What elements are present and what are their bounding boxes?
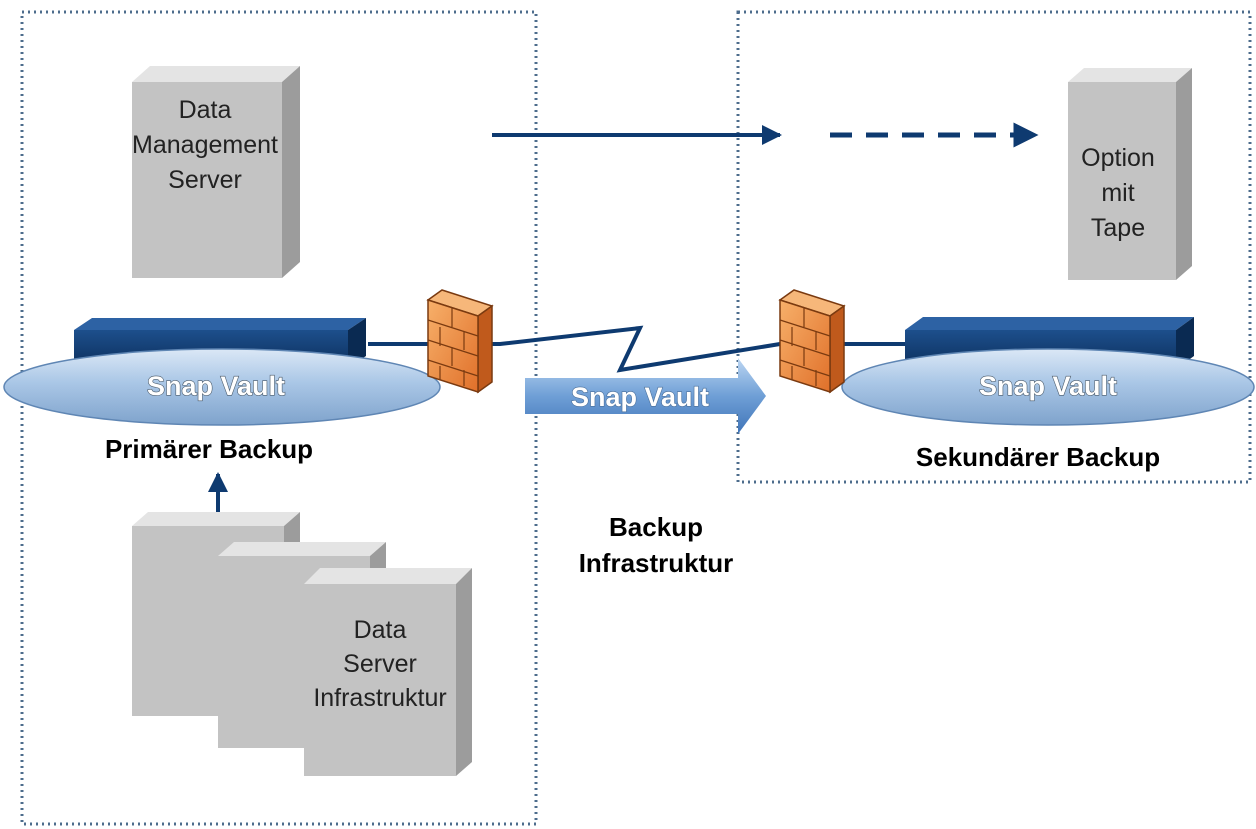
firewall-icon <box>778 289 846 394</box>
data-server-label-line3: Infrastruktur <box>313 684 446 712</box>
secondary-snap-vault-label: Snap Vault <box>979 371 1117 401</box>
tape-label-line2: mit <box>1101 179 1134 207</box>
data-server-label-line1: Data <box>354 616 407 644</box>
server-icon <box>1068 68 1192 82</box>
tape-label-line3: Tape <box>1091 214 1145 242</box>
backup-infrastructure-label-line2: Infrastruktur <box>579 548 734 578</box>
dms-label-line3: Server <box>168 166 242 194</box>
secondary-site-boundary <box>736 10 1252 484</box>
storage-appliance-icon <box>74 318 366 330</box>
tape-option-server <box>1068 68 1192 280</box>
server-icon <box>218 542 386 556</box>
data-server-label-line2: Server <box>343 650 417 678</box>
backup-infrastructure-label-line1: Backup <box>609 512 703 542</box>
primary-snap-vault-disk <box>3 348 441 426</box>
snap-vault-transfer-arrow <box>525 358 766 434</box>
server-icon <box>132 66 300 82</box>
server-icon <box>132 512 300 526</box>
primary-snap-vault-label: Snap Vault <box>147 371 285 401</box>
transfer-snap-vault-label: Snap Vault <box>571 382 709 412</box>
secondary-snap-vault-disk <box>841 348 1255 426</box>
storage-appliance-icon <box>905 317 1194 330</box>
data-server-stack <box>132 512 472 776</box>
tape-label-line1: Option <box>1081 144 1155 172</box>
primary-site-boundary <box>20 10 538 826</box>
server-icon <box>304 568 472 584</box>
secondary-backup-label: Sekundärer Backup <box>916 442 1160 472</box>
dms-label-line2: Management <box>132 131 278 159</box>
primary-backup-label: Primärer Backup <box>105 434 313 464</box>
dms-label-line1: Data <box>179 96 232 124</box>
firewall-icon <box>426 289 494 394</box>
data-management-server <box>132 66 300 278</box>
